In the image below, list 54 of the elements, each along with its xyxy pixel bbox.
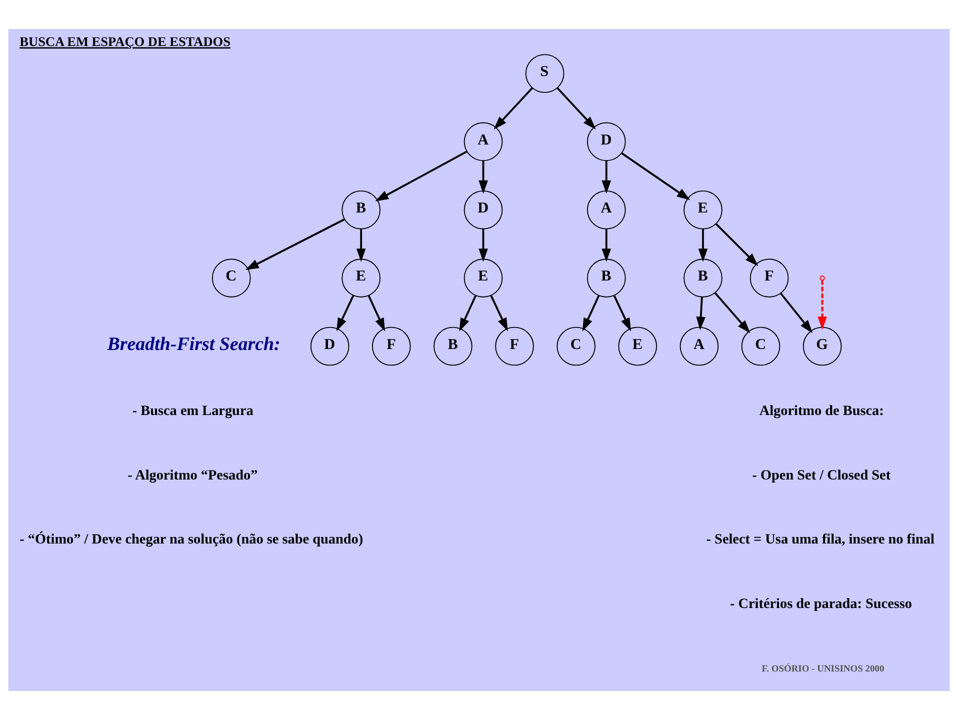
arrow	[582, 294, 600, 331]
arrow	[368, 294, 386, 331]
node-circle: A	[586, 190, 626, 229]
node-circle: B	[342, 190, 380, 229]
arrow	[621, 152, 690, 200]
node-circle: F	[372, 326, 411, 366]
arrow	[336, 294, 354, 331]
arrow	[245, 218, 345, 270]
arrow	[818, 280, 827, 330]
node-circle: F	[495, 326, 534, 366]
arrow	[478, 160, 488, 194]
node-circle: E	[618, 326, 658, 366]
node-circle: D	[310, 326, 350, 366]
arrow	[356, 228, 366, 262]
node-circle: A	[680, 326, 719, 366]
node-circle: D	[586, 122, 626, 161]
diagram-title: BUSCA EM ESPAÇO DE ESTADOS	[20, 34, 230, 49]
arrow	[696, 296, 706, 330]
label: - “Ótimo” / Deve chegar na solução (não se sabe quando)	[20, 531, 364, 548]
arrow	[602, 160, 612, 194]
arrow	[490, 294, 508, 331]
node-circle: B	[586, 258, 626, 297]
label: Breadth-First Search:	[107, 334, 280, 355]
arrow	[494, 86, 534, 129]
label: - Select = Usa uma fila, insere no final	[706, 531, 934, 548]
node-circle: S	[525, 54, 564, 92]
node-circle: A	[464, 122, 503, 161]
node-circle: B	[684, 258, 722, 297]
arrow	[459, 294, 476, 331]
node-circle: E	[342, 258, 380, 297]
node-circle: F	[750, 258, 789, 297]
label: F. OSÓRIO - UNISINOS 2000	[762, 664, 884, 674]
arrow	[478, 228, 488, 262]
arrow	[714, 292, 750, 333]
node-circle: C	[556, 326, 596, 366]
arrow	[698, 228, 708, 262]
node-circle: C	[212, 258, 251, 297]
node-circle: B	[434, 326, 472, 366]
label: - Busca em Largura	[132, 402, 254, 418]
label: - Open Set / Closed Set	[752, 466, 891, 483]
node-circle: G	[802, 326, 842, 366]
arrow	[375, 150, 468, 201]
arrow	[556, 86, 596, 129]
label: - Algoritmo “Pesado”	[128, 466, 258, 483]
node-circle: D	[464, 190, 503, 229]
node-circle: E	[464, 258, 503, 297]
arrow	[780, 292, 813, 333]
label: Algoritmo de Busca:	[759, 402, 884, 418]
arrow	[602, 228, 612, 262]
node-circle: E	[684, 190, 722, 229]
arrow	[715, 222, 758, 266]
arrow	[613, 294, 631, 331]
label: - Critérios de parada: Sucesso	[730, 596, 912, 612]
node-circle: C	[741, 326, 780, 366]
